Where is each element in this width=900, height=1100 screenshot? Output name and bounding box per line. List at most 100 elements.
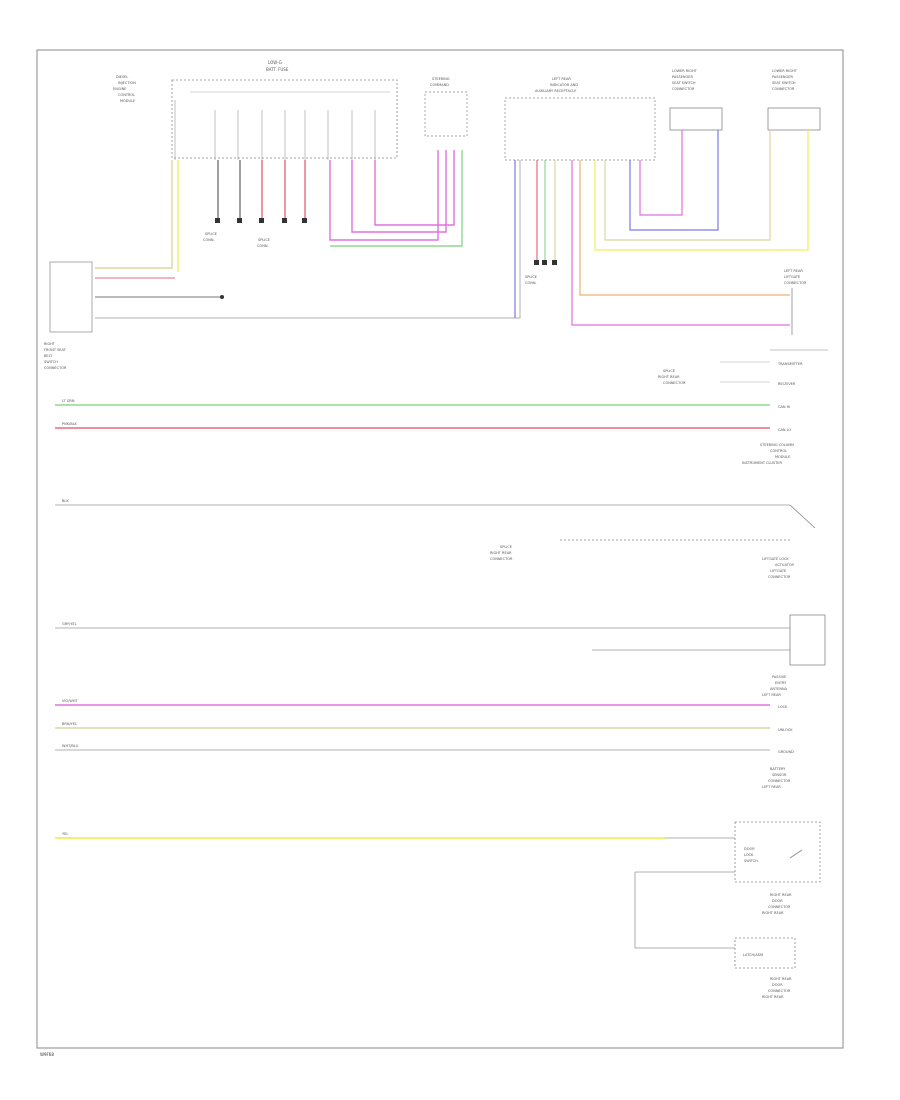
side-label-ground: GROUND	[778, 750, 794, 754]
bus-rows: LT GRN PNK/BLK CAN HI CAN LO STEERING CO…	[55, 349, 828, 999]
svg-text:LEFT REAR: LEFT REAR	[552, 77, 571, 81]
seat-belt-wires	[95, 160, 521, 319]
wire-label-w4: GRY/YEL	[62, 622, 77, 626]
svg-text:LOCK: LOCK	[744, 853, 754, 857]
svg-text:SENSOR: SENSOR	[772, 773, 787, 777]
splice-dot	[220, 295, 224, 299]
latch-label: LATCH/ASM	[743, 953, 763, 957]
svg-text:CONNECTOR: CONNECTOR	[772, 87, 795, 91]
svg-text:DOOR: DOOR	[772, 983, 783, 987]
seat-belt-connector	[49, 261, 93, 333]
right-label-r6: RIGHT REAR DOOR CONNECTOR RIGHT REAR	[762, 977, 792, 999]
fuse-pin-columns	[174, 100, 376, 160]
seat-belt-label: RIGHT FRONT SEAT BELT SWITCH CONNECTOR	[44, 342, 67, 370]
conn-center-box	[424, 91, 468, 137]
door-lock-switch-label: DOOR LOCK SWITCH	[744, 847, 758, 863]
svg-text:INDICATOR AND: INDICATOR AND	[550, 83, 578, 87]
svg-text:CONTROL: CONTROL	[770, 449, 787, 453]
svg-text:CONNECTOR: CONNECTOR	[768, 575, 791, 579]
svg-text:LIFTGATE: LIFTGATE	[770, 569, 786, 573]
wire-label-w6: BRN/YEL	[62, 722, 77, 726]
svg-text:CONNECTOR: CONNECTOR	[663, 381, 686, 385]
conn-right-top-label: LEFT REAR INDICATOR AND AUXILIARY RECEPT…	[535, 77, 578, 93]
conn-sub1-label: LOWER RIGHT PASSENGER SEAT SWITCH CONNEC…	[672, 69, 698, 91]
fuse-panel-box	[171, 79, 398, 159]
svg-text:INJECTION: INJECTION	[118, 81, 136, 85]
right-connector-wires	[514, 130, 809, 326]
svg-text:LOWER RIGHT: LOWER RIGHT	[772, 69, 798, 73]
svg-text:ACTUATOR: ACTUATOR	[775, 563, 794, 567]
svg-text:RIGHT REAR: RIGHT REAR	[658, 375, 680, 379]
svg-text:SWITCH: SWITCH	[44, 360, 58, 364]
svg-text:CONNECTOR: CONNECTOR	[768, 779, 791, 783]
svg-text:MODULE: MODULE	[775, 455, 790, 459]
svg-text:INSTRUMENT CLUSTER: INSTRUMENT CLUSTER	[742, 461, 782, 465]
svg-text:LOWER RIGHT: LOWER RIGHT	[672, 69, 698, 73]
fuse-wires	[95, 150, 463, 272]
svg-text:SPLICE: SPLICE	[500, 545, 512, 549]
svg-text:CONNECTOR: CONNECTOR	[784, 281, 807, 285]
wire-label-w8: YEL	[62, 832, 68, 836]
right-label-r5: RIGHT REAR DOOR CONNECTOR RIGHT REAR	[762, 893, 792, 915]
svg-text:ENGINE: ENGINE	[113, 87, 126, 91]
wire-label-w5: VIO/WHT	[62, 699, 78, 703]
svg-text:FRONT SEAT: FRONT SEAT	[44, 348, 67, 352]
svg-text:LIFTGATE: LIFTGATE	[784, 275, 800, 279]
wire-label-w2: PNK/BLK	[62, 422, 78, 426]
svg-text:RIGHT REAR: RIGHT REAR	[490, 551, 512, 555]
svg-text:SEAT SWITCH: SEAT SWITCH	[672, 81, 696, 85]
ground-center-label: SPLICE	[258, 238, 270, 242]
svg-text:CONNECTOR: CONNECTOR	[768, 989, 791, 993]
svg-text:RIGHT: RIGHT	[44, 342, 56, 346]
side-label-can-lo: CAN LO	[778, 428, 791, 432]
svg-text:ENTRY: ENTRY	[775, 681, 787, 685]
wire-label-w3: BLK	[62, 499, 69, 503]
side-label-receiver: RECEIVER	[778, 382, 796, 386]
right-label-r4: BATTERY SENSOR CONNECTOR LEFT REAR	[762, 767, 791, 789]
svg-text:SEAT SWITCH: SEAT SWITCH	[772, 81, 796, 85]
passive-entry-antenna-box	[789, 614, 826, 666]
diagram-frame	[36, 49, 844, 1049]
svg-text:RIGHT REAR: RIGHT REAR	[770, 977, 792, 981]
svg-text:CONNECTOR: CONNECTOR	[490, 557, 513, 561]
ground-terminals	[215, 218, 307, 223]
svg-text:PASSIVE: PASSIVE	[772, 675, 786, 679]
side-label-unlock: UNLOCK	[778, 728, 793, 732]
svg-text:LEFT REAR: LEFT REAR	[762, 693, 781, 697]
ground-center-label-2: CONN.	[257, 244, 269, 248]
ground-right-label: SPLICE	[525, 275, 537, 279]
small-mid-label: SPLICE RIGHT REAR CONNECTOR	[658, 369, 686, 385]
svg-text:PASSENGER: PASSENGER	[772, 75, 793, 79]
small-mid2-label: SPLICE RIGHT REAR CONNECTOR	[490, 545, 513, 561]
latch-box	[734, 937, 796, 969]
side-label-transmitter: TRANSMITTER	[777, 362, 803, 366]
svg-text:LEFT REAR: LEFT REAR	[762, 785, 781, 789]
right-label-r2: LIFTGATE LOCK ACTUATOR LIFTGATE CONNECTO…	[762, 557, 794, 579]
conn-right-top-box	[504, 97, 656, 161]
conn-center-label: STEERING	[432, 77, 450, 81]
right-label-r1: STEERING COLUMN CONTROL MODULE INSTRUMEN…	[742, 443, 794, 465]
fuse-panel-label: LOW-G	[268, 60, 282, 65]
fuse-panel-sublabel: BATT. FUSE	[266, 67, 289, 72]
side-label-lock: LOCK	[778, 705, 788, 709]
footer-code: W9F68	[40, 1052, 54, 1057]
top-module-group: LOW-G BATT. FUSE DIESEL INJECTION ENGINE…	[44, 60, 821, 370]
svg-text:CONNECTOR: CONNECTOR	[44, 366, 67, 370]
side-label-can-hi: CAN HI	[778, 405, 790, 409]
wire-label-w1: LT GRN	[62, 399, 75, 403]
right-label-r3: PASSIVE ENTRY ANTENNA LEFT REAR	[762, 675, 788, 697]
svg-text:RIGHT REAR: RIGHT REAR	[770, 893, 792, 897]
svg-text:SWITCH: SWITCH	[744, 859, 758, 863]
svg-text:CONNECTOR: CONNECTOR	[672, 87, 695, 91]
svg-text:BATTERY: BATTERY	[770, 767, 786, 771]
wire-label-w7: WHT/BLU	[62, 744, 79, 748]
module-left-label: DIESEL INJECTION ENGINE CONTROL MODULE	[113, 75, 136, 103]
ground-left-label-2: CONN.	[203, 238, 215, 242]
svg-text:LEFT REAR: LEFT REAR	[784, 269, 803, 273]
svg-text:DOOR: DOOR	[772, 899, 783, 903]
svg-text:SPLICE: SPLICE	[663, 369, 675, 373]
svg-text:AUXILIARY RECEPTACLE: AUXILIARY RECEPTACLE	[535, 89, 576, 93]
right-top-label: LEFT REAR LIFTGATE CONNECTOR	[784, 269, 807, 285]
svg-text:DOOR: DOOR	[744, 847, 755, 851]
